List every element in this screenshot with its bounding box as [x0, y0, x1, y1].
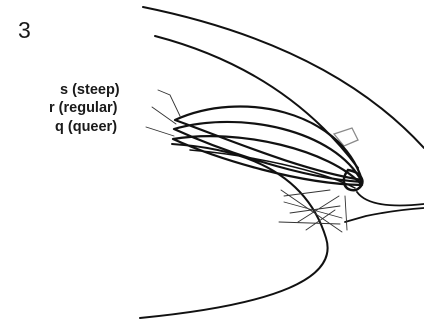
label-steep: s (steep) — [60, 82, 120, 98]
leader-steep — [158, 90, 180, 116]
panel-number: 3 — [18, 17, 31, 43]
spindle-structure — [173, 107, 362, 191]
cross-hatching — [279, 190, 347, 232]
label-regular: r (regular) — [49, 100, 118, 116]
leader-regular — [152, 107, 176, 124]
label-queer: q (queer) — [55, 119, 117, 135]
leader-queer — [146, 127, 174, 136]
lower-body-outline — [140, 144, 328, 318]
bottom-right-outline — [345, 208, 424, 222]
right-base-line — [357, 192, 424, 206]
